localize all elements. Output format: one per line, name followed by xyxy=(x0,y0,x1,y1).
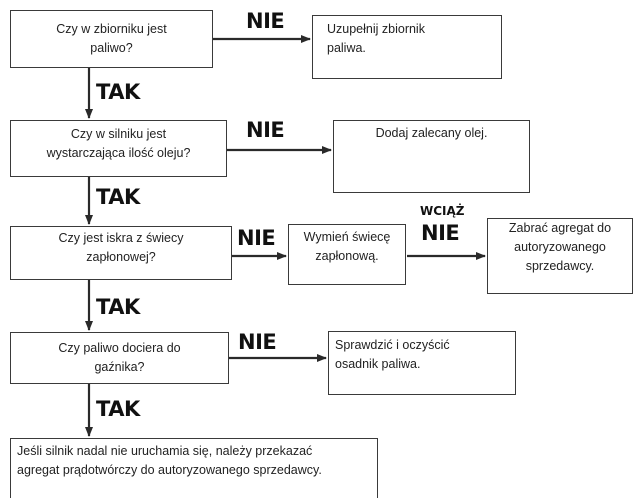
no-label: NIE xyxy=(421,221,460,245)
action-text-line1: Wymień świecę xyxy=(303,230,391,244)
action-box-replace-plug: Wymień świecę zapłonową. xyxy=(288,224,406,285)
final-text-line1: Jeśli silnik nadal nie uruchamia się, na… xyxy=(17,444,313,458)
question-text-line1: Czy jest iskra z świecy xyxy=(58,231,184,245)
question-box-spark: Czy jest iskra z świecy zapłonowej? xyxy=(10,226,232,280)
action-box-clean-trap: Sprawdzić i oczyścić osadnik paliwa. xyxy=(328,331,516,395)
no-label: NIE xyxy=(238,330,277,354)
question-box-fuel: Czy w zbiorniku jest paliwo? xyxy=(10,10,213,68)
yes-label: TAK xyxy=(96,185,140,209)
action-box-refuel: Uzupełnij zbiornik paliwa. xyxy=(312,15,502,79)
no-label: NIE xyxy=(246,9,285,33)
action-text-line2: osadnik paliwa. xyxy=(335,357,421,371)
action-text-line2: paliwa. xyxy=(327,41,366,55)
action-text-line3: sprzedawcy. xyxy=(525,259,595,273)
action-text-line2: autoryzowanego xyxy=(514,240,606,254)
action-text-line2: zapłonową. xyxy=(315,249,379,263)
still-label: WCIĄŻ xyxy=(420,204,465,218)
question-text-line2: paliwo? xyxy=(90,41,133,55)
question-box-carburetor: Czy paliwo dociera do gaźnika? xyxy=(10,332,229,384)
action-text-line1: Uzupełnij zbiornik xyxy=(327,22,425,36)
yes-label: TAK xyxy=(96,397,140,421)
yes-label: TAK xyxy=(96,80,140,104)
action-text-line1: Dodaj zalecany olej. xyxy=(375,126,488,140)
question-text-line2: gaźnika? xyxy=(94,360,145,374)
question-text-line2: wystarczająca ilość oleju? xyxy=(46,146,191,160)
final-text-line2: agregat prądotwórczy do autoryzowanego s… xyxy=(17,463,322,477)
no-label: NIE xyxy=(237,226,276,250)
action-text-line1: Sprawdzić i oczyścić xyxy=(335,338,450,352)
yes-label: TAK xyxy=(96,295,140,319)
no-label: NIE xyxy=(246,118,285,142)
question-text-line1: Czy w silniku jest xyxy=(70,127,167,141)
final-box: Jeśli silnik nadal nie uruchamia się, na… xyxy=(10,438,378,498)
question-text-line1: Czy paliwo dociera do xyxy=(58,341,181,355)
question-text-line2: zapłonowej? xyxy=(86,250,156,264)
question-text-line1: Czy w zbiorniku jest xyxy=(56,22,167,36)
action-text-line1: Zabrać agregat do xyxy=(508,221,612,235)
action-box-add-oil: Dodaj zalecany olej. xyxy=(333,120,530,193)
question-box-oil: Czy w silniku jest wystarczająca ilość o… xyxy=(10,120,227,177)
action-box-dealer: Zabrać agregat do autoryzowanego sprzeda… xyxy=(487,218,633,294)
